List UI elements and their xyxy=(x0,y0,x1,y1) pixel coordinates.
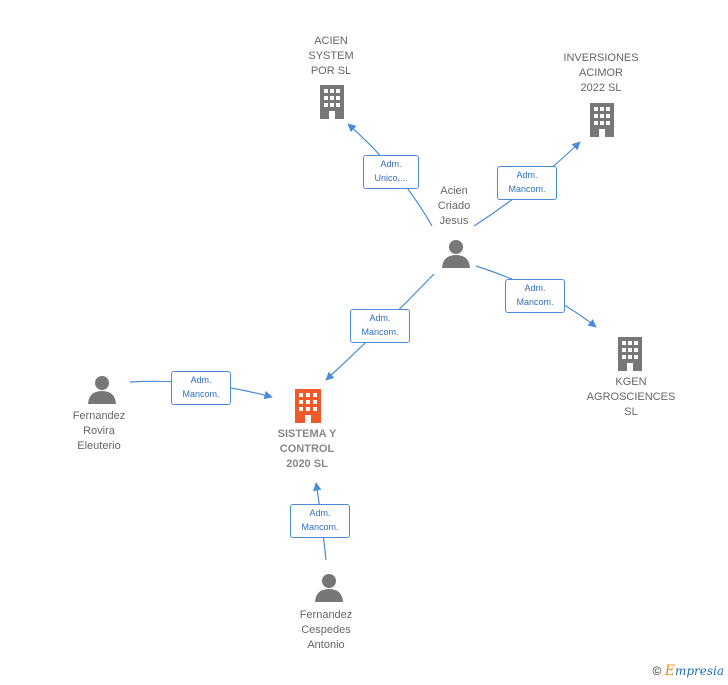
building-icon xyxy=(320,85,344,119)
person-icon xyxy=(442,240,470,268)
building-icon xyxy=(590,103,614,137)
brand-logo-initial: E xyxy=(664,663,675,679)
edge-label-adm-mancom[interactable]: Adm. Mancom. xyxy=(350,309,410,343)
building-icon xyxy=(618,337,642,371)
node-label-inversiones-acimor[interactable]: INVERSIONES ACIMOR 2022 SL xyxy=(563,52,639,94)
edge-label-adm-mancom[interactable]: Adm. Mancom. xyxy=(290,504,350,538)
node-label-acien-criado-jesus[interactable]: Acien Criado Jesus xyxy=(437,185,471,227)
node-label-sistema-y-control[interactable]: SISTEMA Y CONTROL 2020 SL xyxy=(277,428,337,470)
brand-footer[interactable]: © Empresia xyxy=(653,663,724,679)
brand-logo-text: mpresia xyxy=(674,664,724,678)
node-label-fernandez-cespedes[interactable]: Fernandez Cespedes Antonio xyxy=(299,609,353,651)
person-icon xyxy=(88,376,116,404)
node-label-acien-system[interactable]: ACIEN SYSTEM POR SL xyxy=(308,35,354,77)
edge-label-adm-unico[interactable]: Adm. Unico,... xyxy=(363,155,419,189)
node-label-kgen-agrosciences[interactable]: KGEN AGROSCIENCES SL xyxy=(586,376,676,418)
edge-label-adm-mancom[interactable]: Adm. Mancom. xyxy=(497,166,557,200)
edge-label-adm-mancom[interactable]: Adm. Mancom. xyxy=(505,279,565,313)
building-icon-focus xyxy=(295,389,321,423)
copyright-symbol: © xyxy=(652,664,662,678)
node-label-fernandez-rovira[interactable]: Fernandez Rovira Eleuterio xyxy=(72,410,126,452)
person-icon xyxy=(315,574,343,602)
edge-label-adm-mancom[interactable]: Adm. Mancom. xyxy=(171,371,231,405)
